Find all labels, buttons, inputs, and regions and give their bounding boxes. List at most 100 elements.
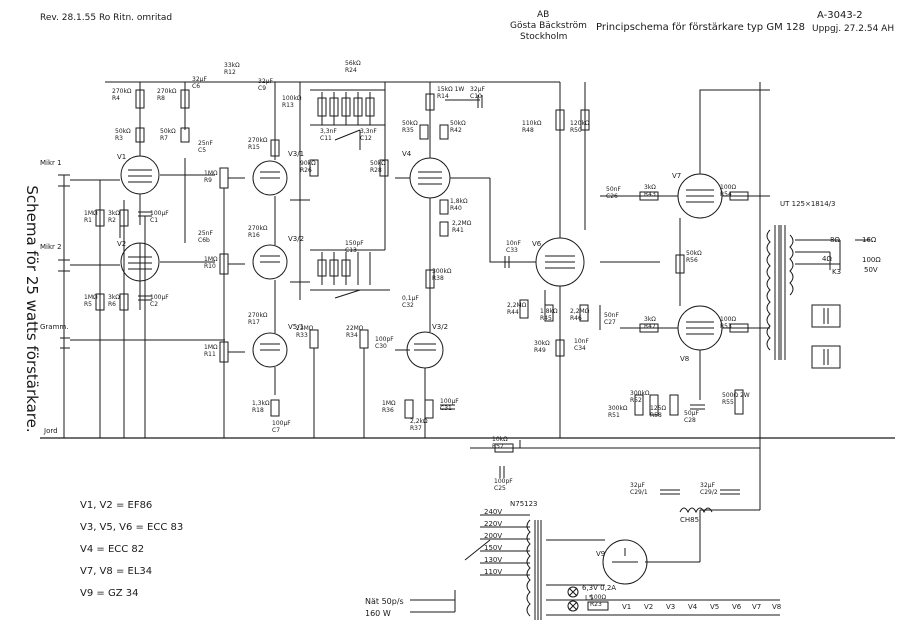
resistor-R48 — [555, 109, 565, 131]
mains-transformer-label: N75123 — [510, 500, 538, 508]
component-value: 110kΩ — [522, 120, 542, 127]
tube-v3b-symbol — [252, 244, 288, 280]
resistor-R4 — [135, 89, 145, 109]
component-ref: R8 — [157, 95, 165, 102]
component-value: 3kΩ — [108, 210, 120, 217]
component-ref: R55 — [722, 399, 734, 406]
component-ref: R51 — [608, 412, 620, 419]
component-value: 1,8kΩ — [540, 308, 558, 315]
heater-label: V8 — [772, 603, 782, 611]
speaker-tap-label: 8Ω — [830, 236, 840, 244]
component-ref: R16 — [248, 232, 260, 239]
component-value: 3,3nF — [320, 128, 337, 135]
component-ref: C25 — [494, 485, 506, 492]
component-value: 32μF — [470, 86, 485, 93]
component-ref: R54 — [720, 191, 732, 198]
component-ref: R46 — [570, 315, 582, 322]
resistor-R53 — [729, 323, 749, 333]
input-label-mic2: Mikr 2 — [40, 243, 62, 251]
component-ref: R58 — [650, 412, 662, 419]
heater-label: V1 — [622, 603, 632, 611]
resistor-R8 — [180, 89, 190, 109]
component-value: 1MΩ — [204, 344, 218, 351]
output-stage-wiring — [600, 89, 770, 400]
resistor-R14 — [425, 93, 435, 111]
pilot-lamp-2 — [567, 600, 579, 612]
heater-label: V2 — [644, 603, 654, 611]
component-ref: R17 — [248, 319, 260, 326]
speaker-tap-label: 50V — [864, 266, 878, 274]
input-label-mic1: Mikr 1 — [40, 159, 62, 167]
capacitor-C10 — [477, 95, 483, 108]
mains-taps — [464, 514, 530, 576]
component-ref: R52 — [630, 397, 642, 404]
component-value: 1,8kΩ — [450, 198, 468, 205]
input-wires — [63, 179, 225, 438]
component-ref: R48 — [522, 127, 534, 134]
resistor-R42 — [439, 124, 449, 140]
resistor-R40 — [439, 199, 449, 215]
pilot-lamp-ref: L5 — [585, 594, 594, 602]
component-ref: R33 — [296, 332, 308, 339]
resistor-R56 — [675, 254, 685, 274]
component-value: 100μF — [150, 210, 169, 217]
component-value: 50nF — [604, 312, 619, 319]
resistor-R18 — [270, 399, 280, 417]
component-ref: C12 — [360, 135, 372, 142]
heater-label: V3 — [666, 603, 676, 611]
component-ref: R18 — [252, 407, 264, 414]
tube-label-v5: V5/1 — [288, 323, 305, 331]
component-ref: R38 — [432, 275, 444, 282]
component-value: 125Ω — [650, 405, 667, 412]
component-value: 50kΩ — [402, 120, 418, 127]
switch-k3-label: K3 — [832, 268, 842, 276]
tone-network-bottom — [310, 249, 390, 291]
choke-label: CH85 — [680, 516, 700, 524]
component-value: 32μF — [630, 482, 645, 489]
component-ref: R49 — [534, 347, 546, 354]
tube-v5-symbol — [252, 332, 288, 368]
component-value: 3,3nF — [360, 128, 377, 135]
speaker-taps — [795, 239, 870, 270]
component-value: 270kΩ — [248, 137, 268, 144]
component-value: 1MΩ — [204, 256, 218, 263]
tube-legend: V1, V2 = EF86 V3, V5, V6 = ECC 83 V4 = E… — [80, 495, 183, 605]
tube-label-v1: V1 — [117, 153, 127, 161]
resistor-R23 — [587, 601, 609, 611]
heater-label: V6 — [732, 603, 742, 611]
approval-stamp: Uppgj. 27.2.54 AH — [812, 24, 895, 34]
component-ref: R35 — [402, 127, 414, 134]
component-ref: R57 — [492, 443, 504, 450]
component-value: 100pF — [494, 478, 513, 485]
tube-label-v6: V6 — [532, 240, 542, 248]
component-value: 50kΩ — [370, 160, 386, 167]
heater-label: V4 — [688, 603, 698, 611]
component-ref: R26 — [300, 167, 312, 174]
component-ref: C10 — [470, 93, 482, 100]
